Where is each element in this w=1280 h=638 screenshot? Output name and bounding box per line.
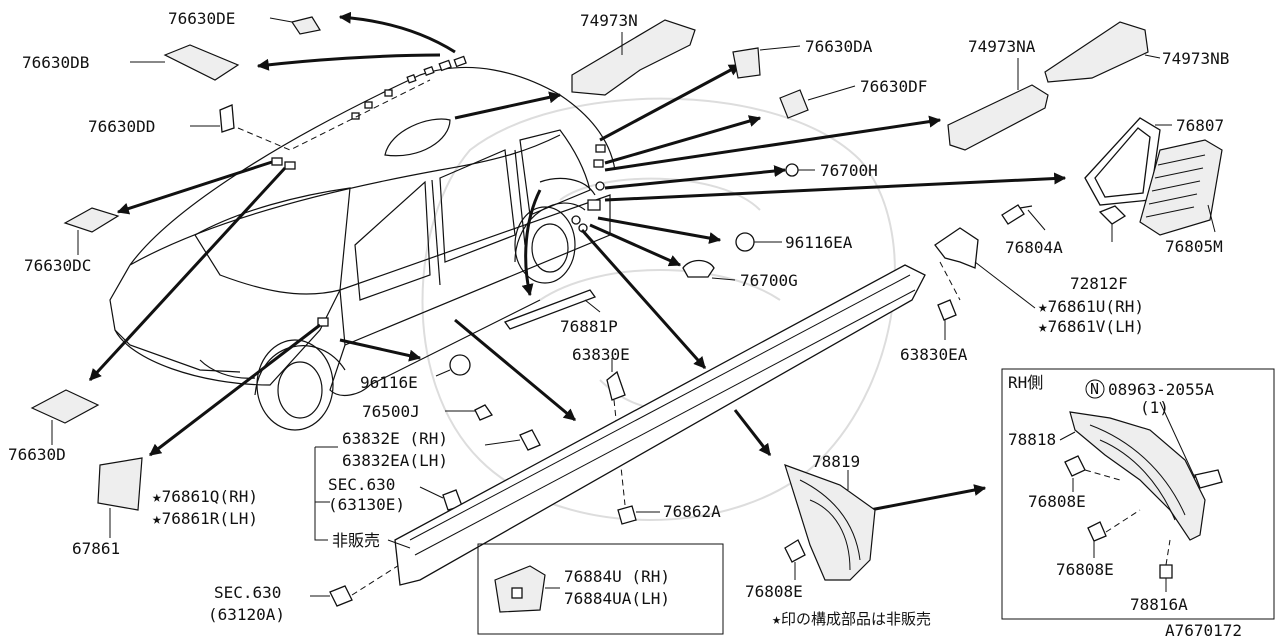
label-72812F: 72812F	[1070, 274, 1128, 293]
label-76861R: ★76861R(LH)	[152, 509, 258, 528]
label-76808E-main: 76808E	[745, 582, 803, 601]
label-08963-2055A: 08963-2055A	[1108, 380, 1214, 399]
label-sec630-b: SEC.630	[214, 583, 281, 602]
label-74973NA: 74973NA	[968, 37, 1036, 56]
label-78819: 78819	[812, 452, 860, 471]
part-labels: 76630DE 76630DB 76630DD 76630DC 76630D 6…	[8, 9, 1229, 628]
label-74973NB: 74973NB	[1162, 49, 1229, 68]
label-76630DE: 76630DE	[168, 9, 235, 28]
label-67861: 67861	[72, 539, 120, 558]
footnote: ★印の構成部品は非販売	[772, 610, 931, 628]
label-qty-1: (1)	[1140, 398, 1169, 417]
label-sec630-a: SEC.630	[328, 475, 395, 494]
label-78816A: 78816A	[1130, 595, 1188, 614]
label-76861U: ★76861U(RH)	[1038, 297, 1144, 316]
label-76630DF: 76630DF	[860, 77, 927, 96]
label-76630DB: 76630DB	[22, 53, 89, 72]
label-78818: 78818	[1008, 430, 1056, 449]
label-76884UA: 76884UA(LH)	[564, 589, 670, 608]
label-63832EA: 63832EA(LH)	[342, 451, 448, 470]
label-63830E: 63830E	[572, 345, 630, 364]
label-76630DC: 76630DC	[24, 256, 91, 275]
label-63830EA: 63830EA	[900, 345, 968, 364]
label-76805M: 76805M	[1165, 237, 1223, 256]
label-76808E-b: 76808E	[1056, 560, 1114, 579]
label-76500J: 76500J	[362, 402, 420, 421]
label-63832E: 63832E (RH)	[342, 429, 448, 448]
label-76630D: 76630D	[8, 445, 66, 464]
label-76884U: 76884U (RH)	[564, 567, 670, 586]
vehicle-body	[109, 55, 616, 431]
label-76862A: 76862A	[663, 502, 721, 521]
callout-arrows	[88, 11, 1067, 512]
rh-side-inset: RH側 N 08963-2055A (1) 78818 76808E 76808…	[1001, 368, 1275, 620]
label-rh-side: RH側	[1008, 373, 1043, 392]
label-76700G: 76700G	[740, 271, 798, 290]
label-76861Q: ★76861Q(RH)	[152, 487, 258, 506]
label-76804A: 76804A	[1005, 238, 1063, 257]
diagram-id: A7670172	[1165, 621, 1242, 638]
label-sec63130E: (63130E)	[328, 495, 405, 514]
label-76630DD: 76630DD	[88, 117, 155, 136]
label-sec63120A: (63120A)	[208, 605, 285, 624]
label-hihanbai: 非販売	[332, 531, 380, 550]
label-76807: 76807	[1176, 116, 1224, 135]
label-76861V: ★76861V(LH)	[1038, 317, 1144, 336]
inset-76884U-box	[477, 543, 724, 635]
label-76630DA: 76630DA	[805, 37, 873, 56]
part-shapes	[30, 16, 1223, 613]
label-74973N: 74973N	[580, 11, 638, 30]
label-n-mark: N	[1090, 380, 1099, 398]
label-76808E-a: 76808E	[1028, 492, 1086, 511]
leader-lines	[51, 17, 1216, 597]
label-96116EA: 96116EA	[785, 233, 853, 252]
label-76700H: 76700H	[820, 161, 878, 180]
label-96116E: 96116E	[360, 373, 418, 392]
label-76881P: 76881P	[560, 317, 618, 336]
